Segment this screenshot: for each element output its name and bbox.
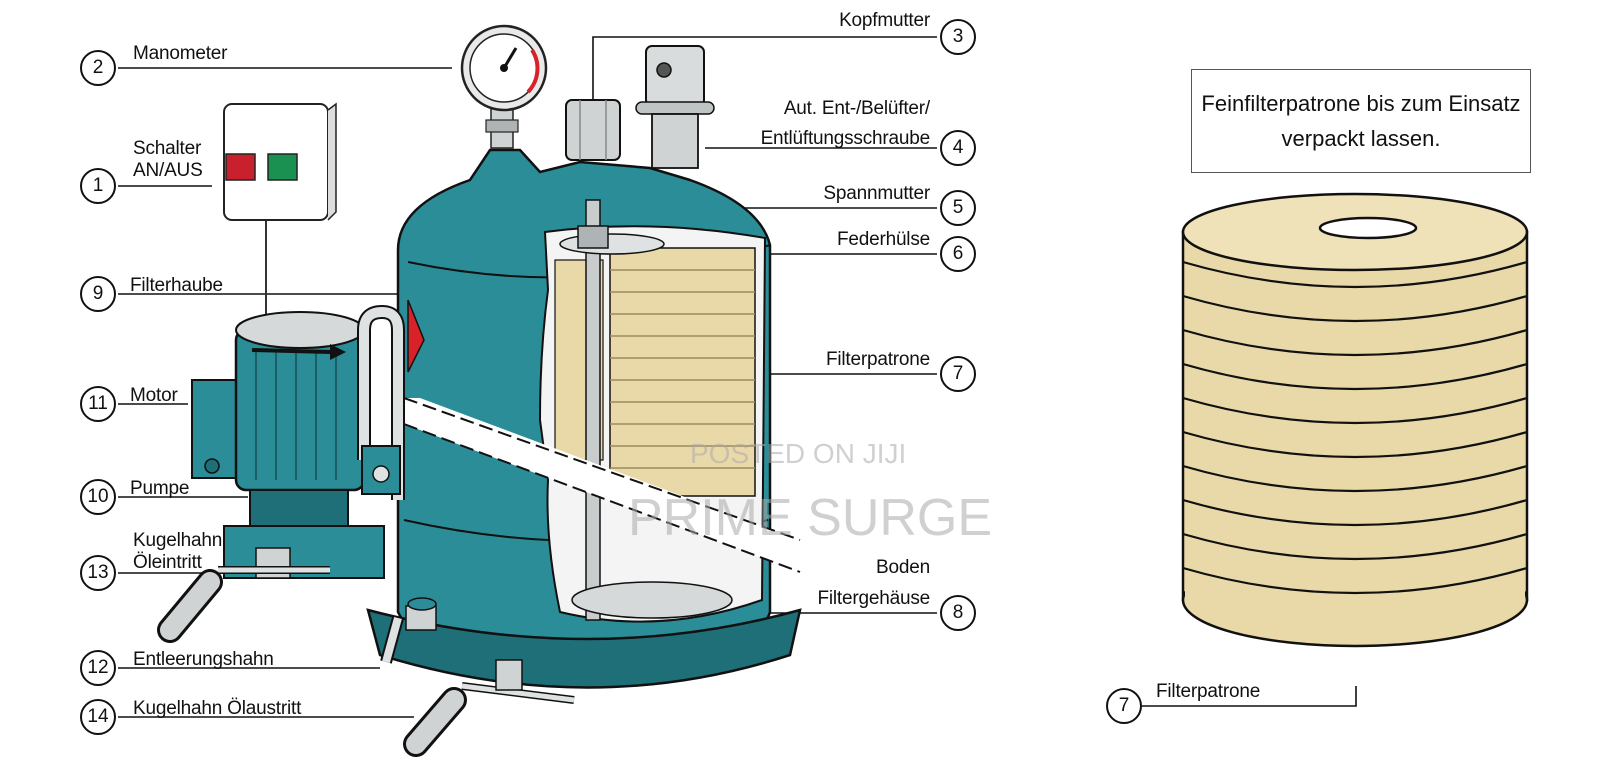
callout-number-5: 5 [940, 190, 976, 226]
fine-filter-cartridge [1181, 192, 1529, 648]
callout-number-8: 8 [940, 595, 976, 631]
label-manometer: Manometer [133, 43, 228, 64]
label-vent-screw: Entlüftungsschraube [760, 128, 931, 149]
callout-number-11: 11 [80, 386, 116, 422]
callout-number-13: 13 [80, 555, 116, 591]
label-switch: Schalter [133, 138, 202, 159]
label-motor: Motor [130, 385, 178, 406]
motor [191, 311, 366, 492]
storage-note-box: Feinfilterpatrone bis zum Einsatz verpac… [1191, 69, 1531, 173]
section-gap [404, 398, 800, 572]
label-filter-housing: Filtergehäuse [817, 588, 930, 609]
pressure-gauge [460, 24, 548, 149]
pipe [357, 304, 405, 500]
on-button-green [267, 153, 298, 181]
on-off-switch [223, 102, 337, 318]
pump [223, 489, 385, 579]
label-drain-valve: Entleerungshahn [133, 649, 274, 670]
callout-number-10: 10 [80, 479, 116, 515]
head-nut [565, 99, 621, 161]
callout-number-12: 12 [80, 650, 116, 686]
label-oil-inlet: Öleintritt [133, 552, 202, 573]
label-filter-cartridge: Filterpatrone [825, 349, 930, 370]
callout-number-1: 1 [80, 168, 116, 204]
tie-rod [559, 199, 733, 621]
label-auto-vent: Aut. Ent-/Belüfter/ [783, 98, 930, 119]
callout-number-6: 6 [940, 236, 976, 272]
label-pump: Pumpe [130, 478, 190, 499]
callout-number-9: 9 [80, 276, 116, 312]
label-outlet-valve: Kugelhahn Ölaustritt [133, 698, 302, 719]
label-inlet-valve: Kugelhahn [133, 530, 223, 551]
watermark-brand: PRIME SURGE [628, 489, 993, 547]
label-tension-nut: Spannmutter [823, 183, 930, 204]
storage-note-line1: Feinfilterpatrone bis zum Einsatz [1201, 91, 1521, 116]
callout-number-7-right: 7 [1106, 688, 1142, 724]
label-filter-cartridge-right: Filterpatrone [1156, 681, 1261, 702]
watermark-posted: POSTED ON JIJI [690, 438, 907, 469]
callout-number-2: 2 [80, 50, 116, 86]
off-button-red [225, 153, 256, 181]
storage-note-line2: verpackt lassen. [1281, 126, 1441, 151]
automatic-vent [635, 45, 715, 169]
label-switch-on-off: AN/AUS [133, 160, 203, 181]
inlet-ball-valve [157, 547, 330, 643]
label-filter-hood: Filterhaube [130, 275, 223, 296]
callout-number-7: 7 [940, 356, 976, 392]
label-head-nut: Kopfmutter [839, 10, 930, 31]
callout-number-3: 3 [940, 19, 976, 55]
callout-number-4: 4 [940, 130, 976, 166]
drain-valve [380, 597, 437, 664]
callout-number-14: 14 [80, 699, 116, 735]
label-housing-base: Boden [876, 557, 930, 578]
label-spring-sleeve: Federhülse [836, 229, 930, 250]
outlet-ball-valve [403, 659, 575, 757]
